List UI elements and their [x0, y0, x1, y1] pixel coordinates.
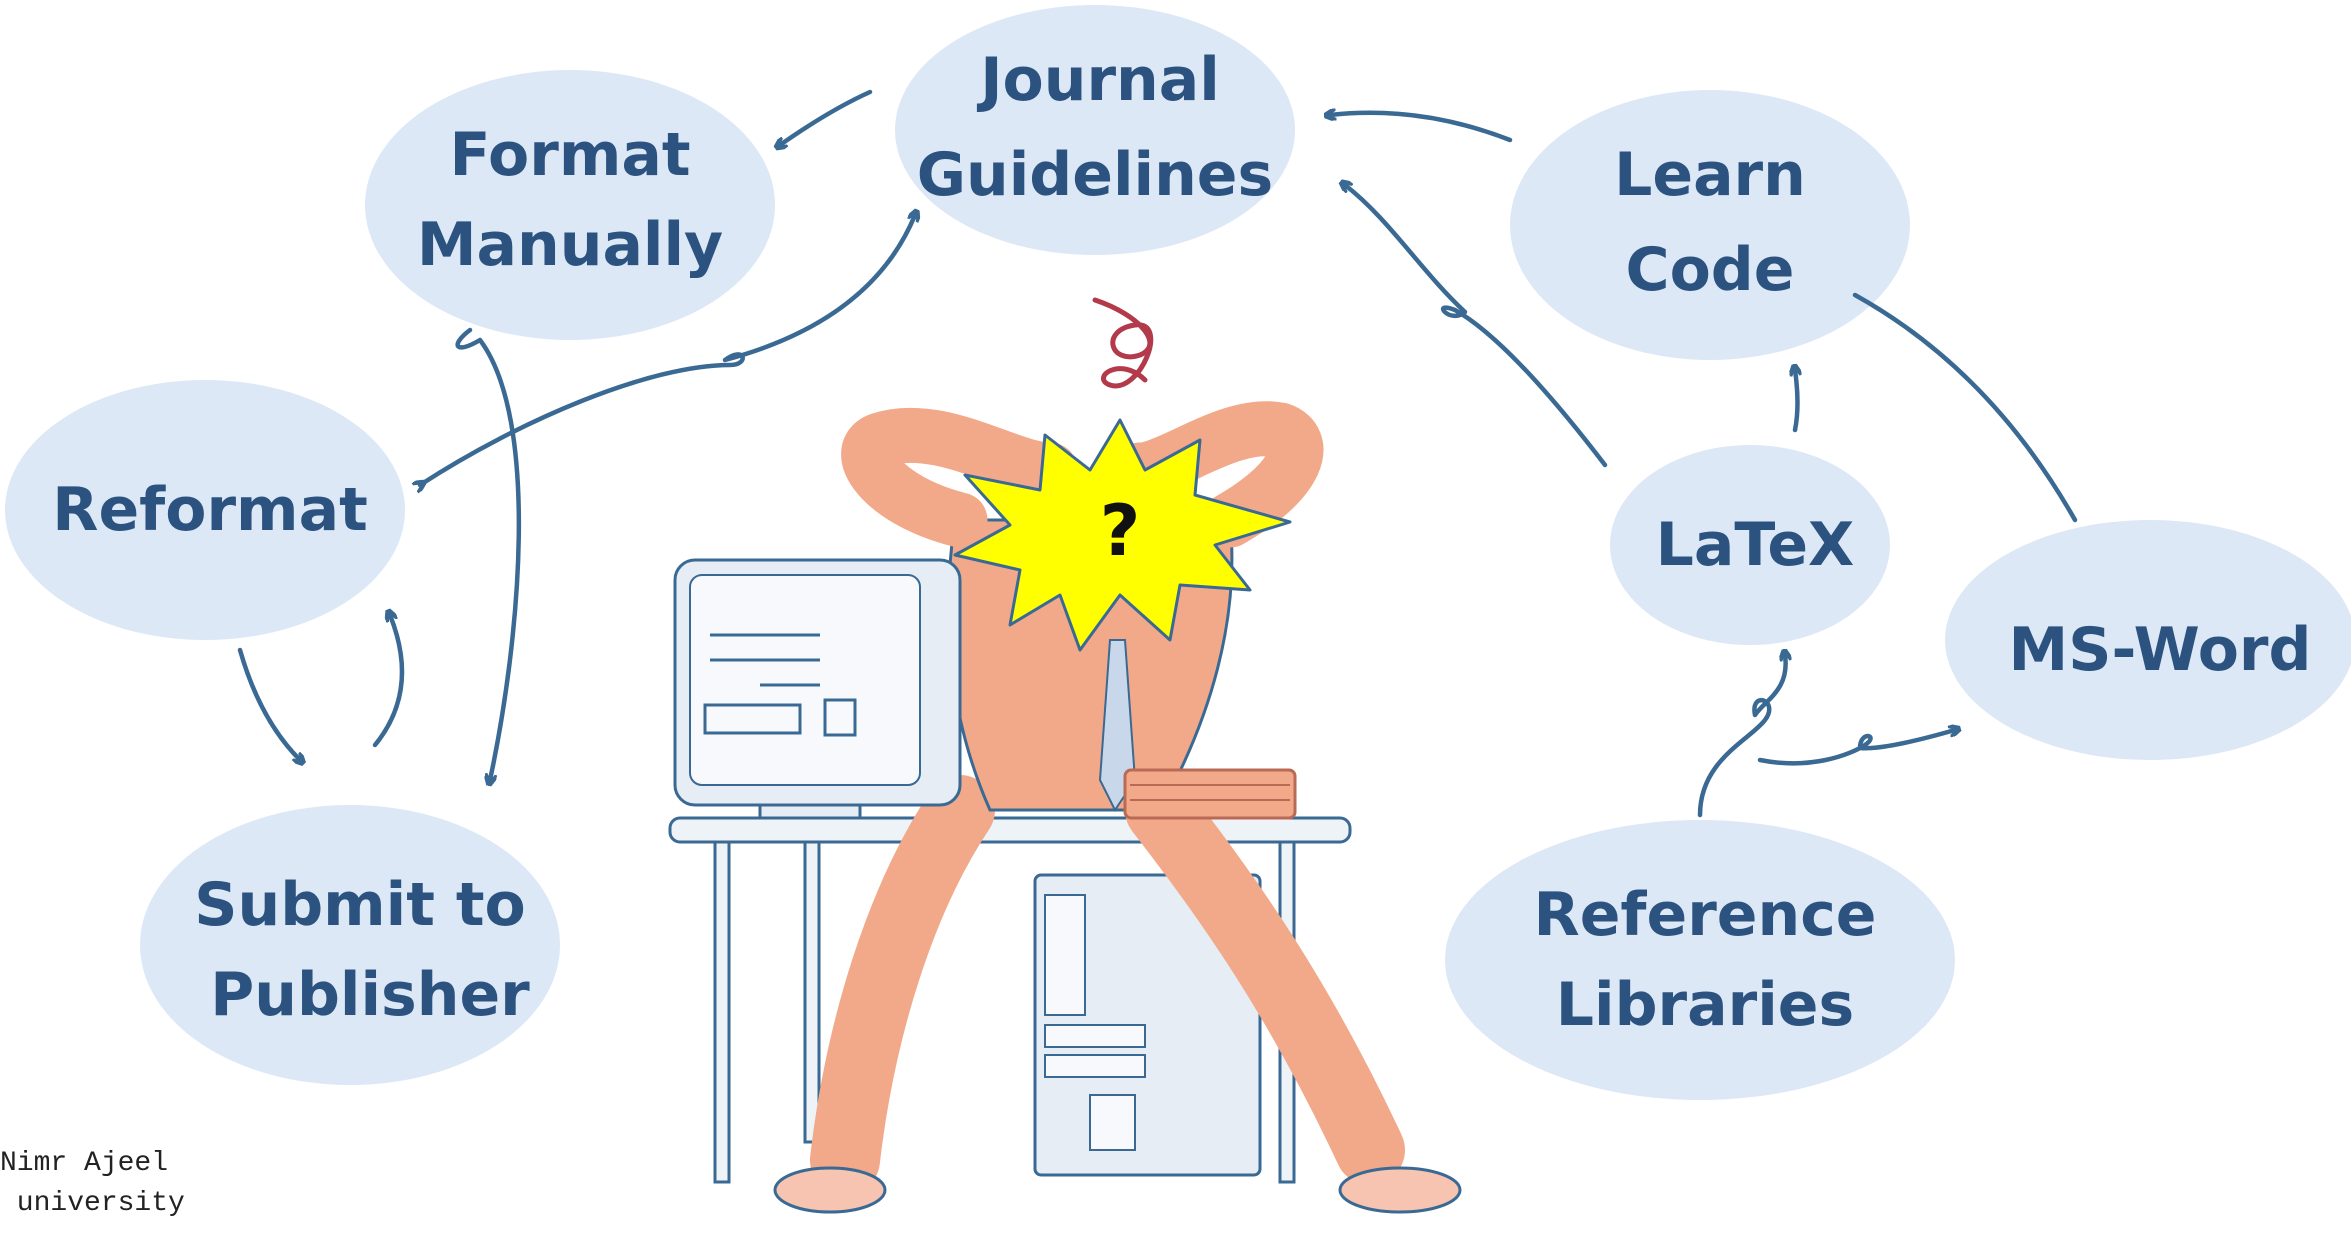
arrow-latex-to-learncode	[1795, 370, 1798, 433]
arrow-learncode-to-journal	[1330, 113, 1513, 143]
node-label-line: Submit to	[194, 870, 525, 940]
arrows	[237, 89, 2078, 818]
arrow-reflib-to-msword	[1757, 730, 1955, 766]
node-label-line: Reformat	[52, 475, 368, 545]
stressed-person-illustration: ?	[668, 297, 1462, 1214]
arrow-format-to-submit	[455, 327, 522, 780]
node-label-line: Learn	[1614, 140, 1806, 210]
arrow-submit-to-reformat	[372, 615, 405, 748]
arrow-learncode-to-msword	[1852, 292, 2078, 523]
node-reference-libraries: Reference Libraries	[1445, 820, 1955, 1100]
node-learn-code: Learn Code	[1510, 90, 1910, 360]
credit-name: Nimr Ajeel	[0, 1148, 169, 1179]
node-label-line: Format	[449, 120, 690, 190]
stress-squiggle	[1092, 297, 1154, 389]
node-ms-word: MS-Word	[1945, 520, 2351, 760]
arrow-reflib-to-latex	[1697, 655, 1786, 818]
node-label-line: Manually	[417, 210, 723, 280]
paper-stack-icon	[1123, 768, 1297, 820]
arrow-journal-to-format	[780, 89, 873, 145]
burst-shape	[953, 418, 1292, 652]
computer-monitor-icon	[673, 558, 962, 820]
node-latex: LaTeX	[1610, 445, 1890, 645]
burst-question-mark: ?	[1100, 490, 1141, 572]
arrow-journal-reformat-bidirectional	[420, 215, 915, 485]
node-label-line: Journal	[976, 45, 1220, 115]
node-label-line: LaTeX	[1656, 510, 1855, 580]
node-label-line: Guidelines	[917, 140, 1273, 210]
arrow-latex-to-journal	[1345, 185, 1608, 468]
node-label-line: Libraries	[1556, 970, 1854, 1040]
node-label-line: Reference	[1534, 880, 1877, 950]
node-journal-guidelines: Journal Guidelines	[895, 5, 1295, 255]
node-format-manually: Format Manually	[365, 70, 775, 340]
node-label-line: Code	[1626, 235, 1795, 305]
computer-tower-icon	[1033, 873, 1262, 1177]
credit-affiliation: university	[0, 1188, 185, 1219]
node-label-line: MS-Word	[2009, 615, 2312, 685]
node-label-line: Publisher	[210, 960, 530, 1030]
node-reformat: Reformat	[5, 380, 405, 640]
arrow-reformat-to-submit	[237, 647, 300, 760]
desk-icon	[668, 816, 1352, 844]
node-submit-to-publisher: Submit to Publisher	[140, 805, 560, 1085]
